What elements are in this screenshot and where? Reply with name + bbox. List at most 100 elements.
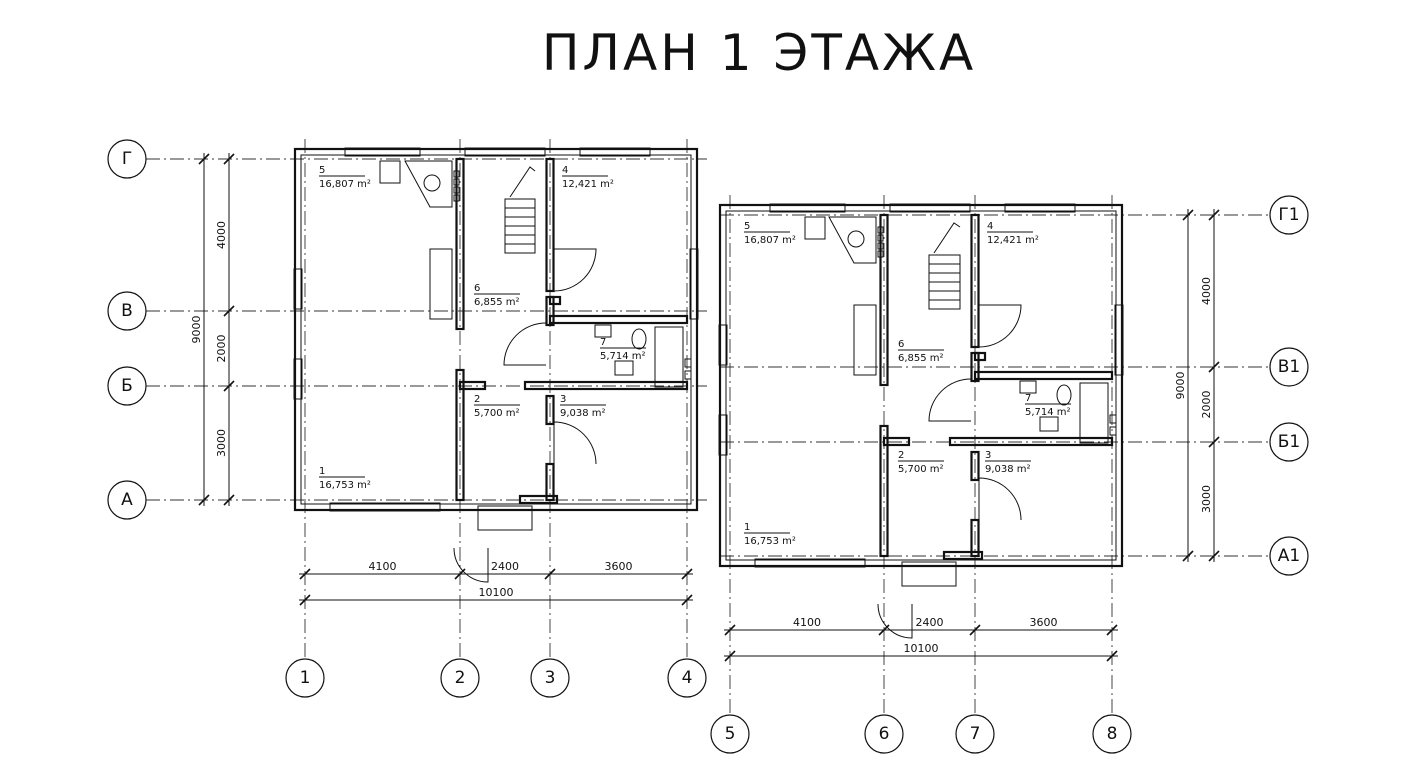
dimension-text: 4000 xyxy=(1200,277,1213,305)
stair-winder xyxy=(933,222,961,254)
room-area: 9,038 m² xyxy=(985,464,1031,475)
dimension-tick xyxy=(223,494,235,506)
interior-wall xyxy=(973,351,987,362)
stair xyxy=(928,254,961,310)
washbasin xyxy=(1019,380,1037,394)
dimension-text: 4100 xyxy=(369,560,397,573)
shower-drain xyxy=(1039,416,1059,432)
dimension-tick xyxy=(724,650,736,662)
axis-label: 1 xyxy=(300,668,311,688)
dimension-tick xyxy=(681,568,693,580)
dimension-tick xyxy=(299,568,311,580)
dimension-text: 2000 xyxy=(215,335,228,363)
dimension-text: 2400 xyxy=(491,560,519,573)
window xyxy=(579,147,651,157)
dimension-tick xyxy=(223,380,235,392)
interior-wall xyxy=(455,368,465,502)
interior-wall xyxy=(942,550,984,561)
sink-counter xyxy=(828,216,877,264)
room-number: 4 xyxy=(987,221,993,232)
axis-bubble xyxy=(107,139,147,179)
interior-wall xyxy=(879,213,889,387)
interior-wall xyxy=(545,157,555,293)
dimension-text: 4100 xyxy=(793,616,821,629)
kitchen-cabinet xyxy=(429,248,453,320)
entrance-porch xyxy=(901,561,957,587)
fixture xyxy=(684,358,692,368)
door-swing xyxy=(553,421,597,465)
dimension-text: 3600 xyxy=(1030,616,1058,629)
fixture xyxy=(1109,414,1117,424)
interior-wall xyxy=(455,157,465,331)
room-area: 16,753 m² xyxy=(744,536,796,547)
axis-bubble xyxy=(1092,714,1132,754)
fixture xyxy=(684,370,692,380)
room-area: 6,855 m² xyxy=(474,297,520,308)
door-swing xyxy=(503,322,547,366)
sink xyxy=(423,174,441,192)
sink-counter xyxy=(404,160,453,208)
dimension-text: 2400 xyxy=(916,616,944,629)
toilet xyxy=(631,328,647,350)
page-title: ПЛАН 1 ЭТАЖА xyxy=(541,24,977,82)
axis-label: А xyxy=(121,490,133,510)
dimension-tick xyxy=(1208,550,1220,562)
axis-label: 5 xyxy=(725,724,736,744)
dimension-tick xyxy=(1182,550,1194,562)
room-number: 3 xyxy=(985,450,991,461)
outer-wall xyxy=(293,147,699,512)
dimension-tick xyxy=(1182,209,1194,221)
axis-label: Г xyxy=(122,149,132,169)
axis-label: 2 xyxy=(455,668,466,688)
axis-label: Б xyxy=(121,376,133,396)
washbasin xyxy=(594,324,612,338)
window xyxy=(769,203,846,213)
entrance-porch xyxy=(477,505,533,531)
interior-wall xyxy=(970,518,980,558)
appliance-knob xyxy=(453,194,460,202)
dimension-tick xyxy=(223,305,235,317)
interior-wall xyxy=(882,436,911,447)
room-area: 5,700 m² xyxy=(898,464,944,475)
door-swing xyxy=(877,603,913,639)
kitchen-cabinet xyxy=(853,304,877,376)
axis-label: Б1 xyxy=(1278,432,1300,452)
door-swing xyxy=(978,304,1022,348)
outer-wall-inner xyxy=(725,210,1117,561)
room-area: 5,714 m² xyxy=(600,351,646,362)
appliance-knob xyxy=(453,186,460,194)
interior-wall xyxy=(545,394,555,426)
door-swing xyxy=(453,547,489,583)
axis-label: 6 xyxy=(879,724,890,744)
room-area: 5,700 m² xyxy=(474,408,520,419)
dimension-tick xyxy=(878,624,890,636)
axis-label: А1 xyxy=(1278,546,1300,566)
axis-label: Г1 xyxy=(1278,205,1299,225)
room-area: 12,421 m² xyxy=(987,235,1039,246)
room-area: 9,038 m² xyxy=(560,408,606,419)
window xyxy=(1114,304,1124,376)
interior-wall xyxy=(548,295,562,306)
axis-bubble xyxy=(107,366,147,406)
appliance-knob xyxy=(877,250,884,258)
room-number: 2 xyxy=(474,394,480,405)
axis-bubble xyxy=(285,658,325,698)
dimension-text: 9000 xyxy=(1174,372,1187,400)
window xyxy=(889,203,971,213)
window xyxy=(718,414,728,456)
dimension-text: 3000 xyxy=(1200,485,1213,513)
room-number: 5 xyxy=(319,165,325,176)
shower-drain xyxy=(614,360,634,376)
door-swing xyxy=(928,378,972,422)
room-number: 5 xyxy=(744,221,750,232)
dimension-tick xyxy=(198,494,210,506)
room-number: 6 xyxy=(898,339,904,350)
dimension-tick xyxy=(1208,361,1220,373)
door-swing xyxy=(553,248,597,292)
interior-wall xyxy=(970,213,980,349)
stove xyxy=(379,160,401,184)
window xyxy=(754,558,866,568)
window xyxy=(464,147,546,157)
